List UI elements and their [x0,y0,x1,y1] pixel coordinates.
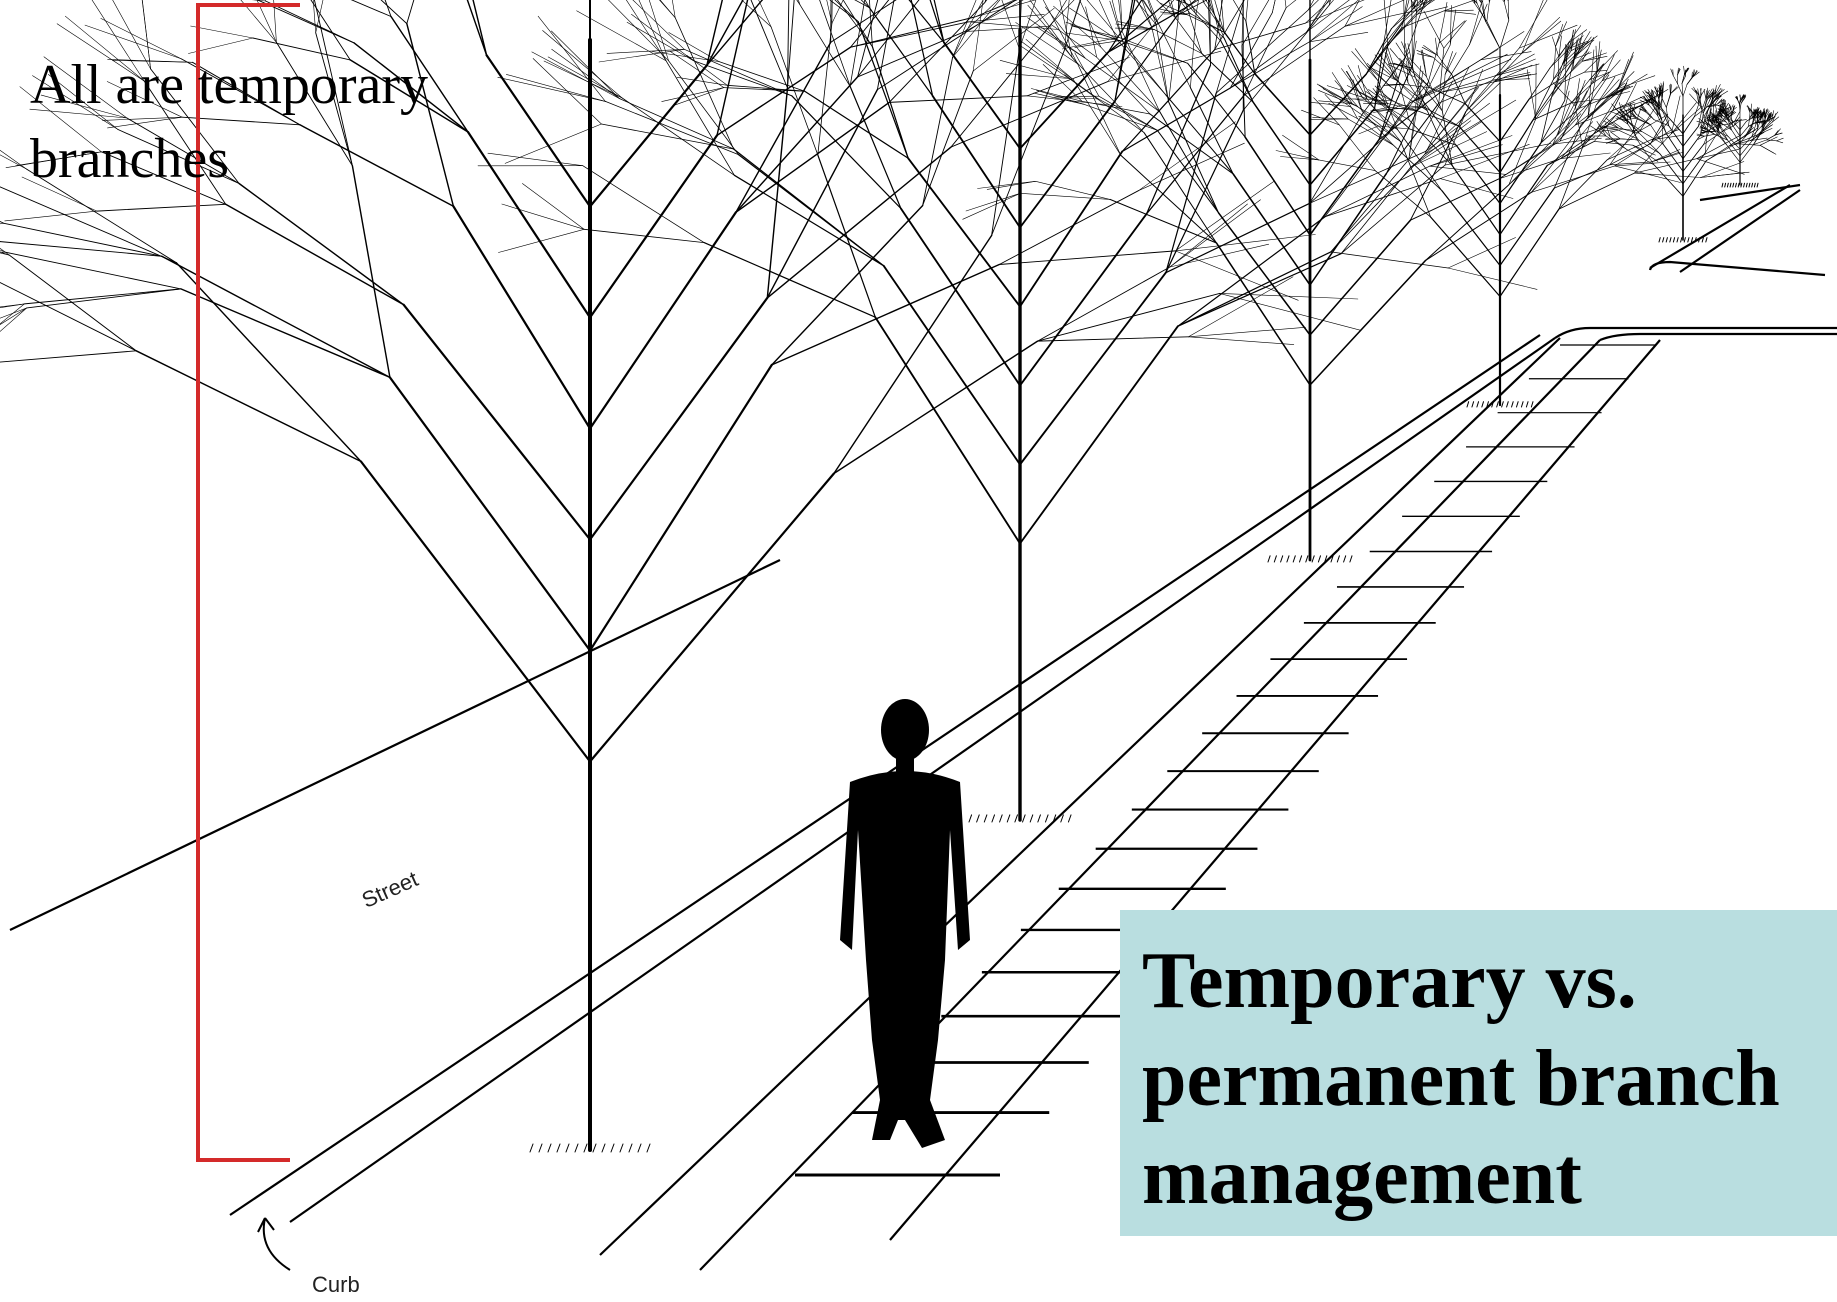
title-line3: management [1142,1133,1582,1221]
title-box: Temporary vs. permanent branch managemen… [1120,910,1837,1236]
title-line2: permanent branch [1142,1035,1780,1123]
person-silhouette [840,699,970,1148]
curb-arrowhead [257,1217,275,1233]
temporary-branches-bracket [196,3,300,1162]
trees-group [0,0,1784,1153]
sidewalk-joint-lines [795,344,1655,1177]
curb-label: Curb [312,1272,360,1297]
bracket-label-line2: branches [30,128,230,190]
curb-arrow [262,1217,291,1271]
bracket-label: All are temporary branches [30,48,428,196]
title-line1: Temporary vs. [1142,937,1637,1025]
bracket-label-line1: All are temporary [30,54,429,116]
